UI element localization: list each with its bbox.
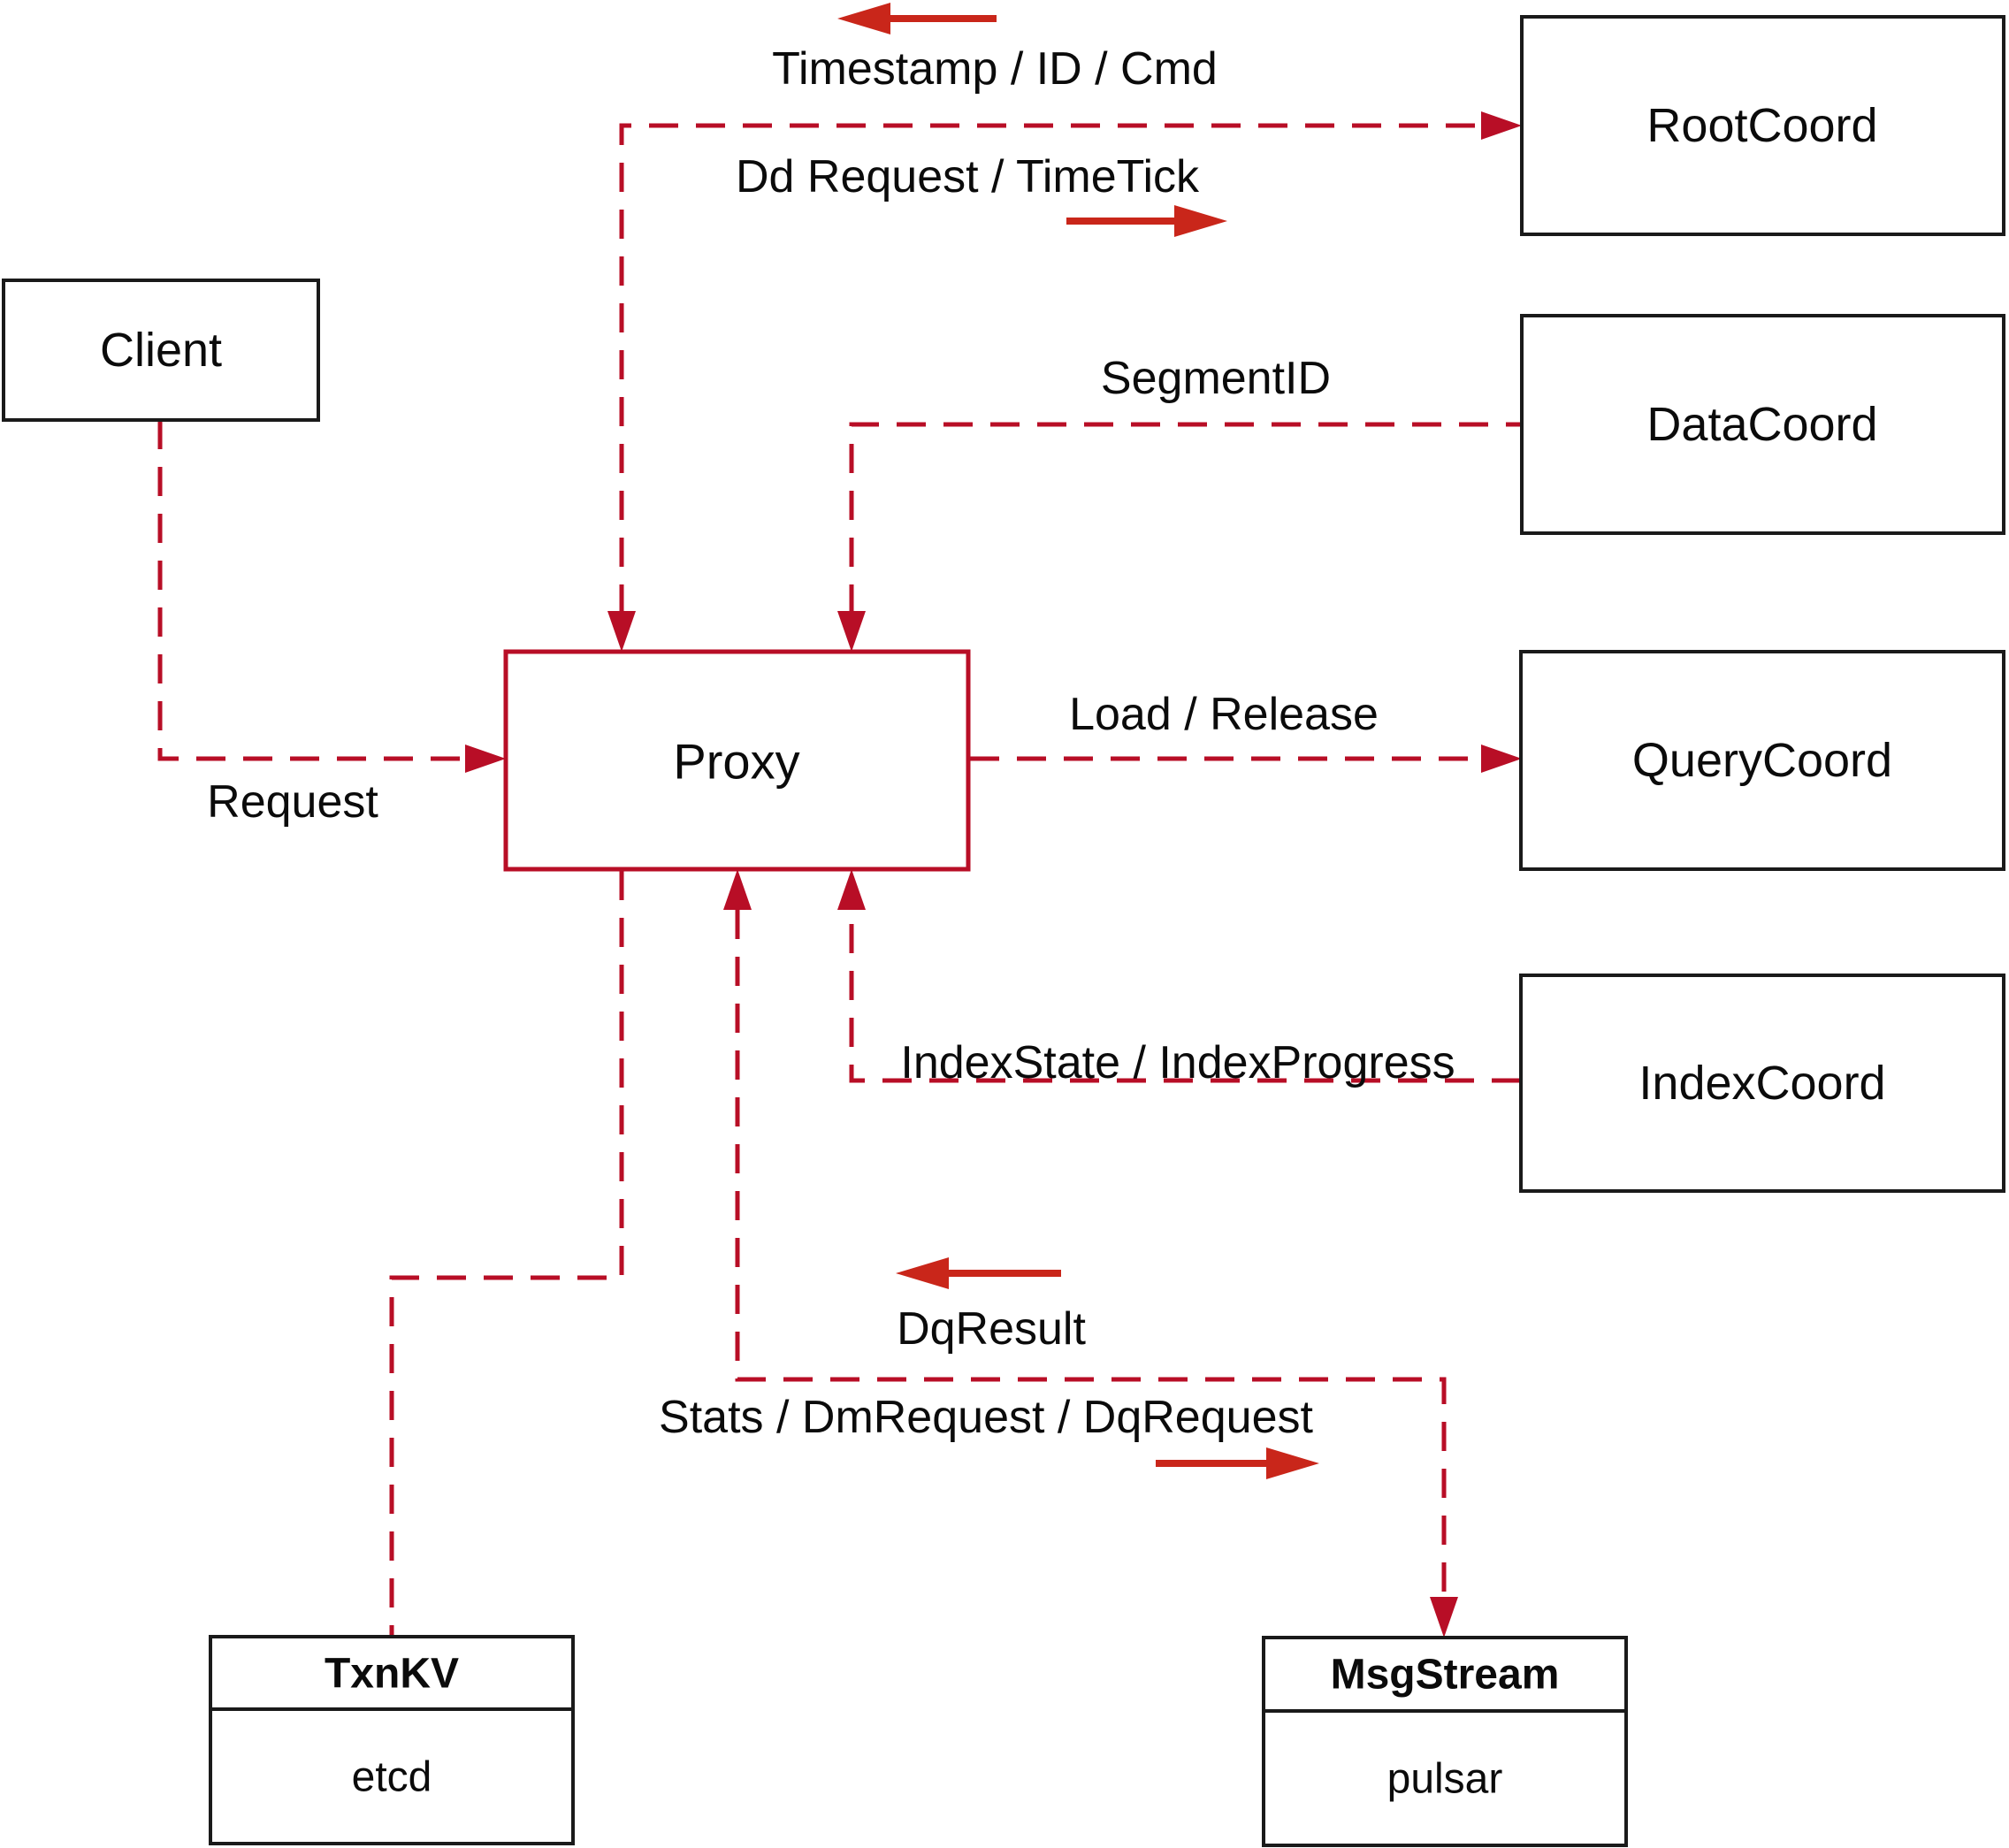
querycoord-node-label: QueryCoord xyxy=(1632,734,1892,787)
datacoord-node-label: DataCoord xyxy=(1646,398,1877,451)
indexcoord-node-label: IndexCoord xyxy=(1639,1057,1885,1110)
arrowhead-into-proxy-top-left-icon xyxy=(607,611,636,652)
edge-proxy-msgstream xyxy=(735,910,1447,1599)
txnkv-title-label: TxnKV xyxy=(325,1651,459,1698)
txnkv-subtitle-label: etcd xyxy=(352,1754,432,1801)
edge-client-proxy xyxy=(157,420,467,761)
edge-proxy-rootcoord xyxy=(619,123,1483,614)
arrow-right-dd-request-icon xyxy=(1066,205,1227,237)
arrowheads-group xyxy=(465,111,1522,1638)
msgstream-title-label: MsgStream xyxy=(1331,1652,1560,1699)
client-node-box xyxy=(2,279,320,422)
msgstream-subtitle-label: pulsar xyxy=(1387,1756,1503,1803)
arrowhead-into-proxy-top-right-icon xyxy=(837,611,866,652)
datacoord-node-box xyxy=(1520,314,2005,535)
datacoord-node: DataCoord xyxy=(1520,314,2005,535)
arrow-left-timestamp-icon xyxy=(837,3,997,34)
arrowhead-into-proxy-bottom-right-icon xyxy=(837,869,866,910)
proxy-node-label: Proxy xyxy=(673,734,799,790)
direction-arrows-group xyxy=(837,3,1319,1479)
arrowhead-into-proxy-bottom-left-icon xyxy=(723,869,752,910)
label-dq-result: DqResult xyxy=(897,1303,1086,1355)
rootcoord-node-label: RootCoord xyxy=(1646,99,1877,152)
label-timestamp-id-cmd: Timestamp / ID / Cmd xyxy=(772,43,1218,95)
indexcoord-node-box xyxy=(1519,974,2005,1193)
client-node: Client xyxy=(2,279,320,422)
edge-indexcoord-proxy xyxy=(849,908,1521,1083)
rootcoord-node-box xyxy=(1520,15,2005,236)
label-segment-id: SegmentID xyxy=(1101,353,1331,404)
proxy-node: Proxy xyxy=(503,649,971,872)
edges-group xyxy=(157,123,1522,1637)
indexcoord-node: IndexCoord xyxy=(1519,974,2005,1193)
arrowhead-into-proxy-left-icon xyxy=(465,745,506,773)
label-request: Request xyxy=(207,776,378,828)
msgstream-node: MsgStream pulsar xyxy=(1262,1636,1628,1847)
txnkv-node: TxnKV etcd xyxy=(209,1635,575,1845)
querycoord-node: QueryCoord xyxy=(1519,650,2005,871)
label-dd-request-timetick: Dd Request / TimeTick xyxy=(736,151,1200,202)
msgstream-node-box xyxy=(1262,1636,1628,1847)
edge-labels-group: Timestamp / ID / Cmd Dd Request / TimeTi… xyxy=(207,43,1455,1443)
label-stats-dm-dq-request: Stats / DmRequest / DqRequest xyxy=(659,1392,1313,1443)
label-index-state-progress: IndexState / IndexProgress xyxy=(900,1037,1455,1088)
arrowhead-into-msgstream-icon xyxy=(1430,1597,1458,1638)
proxy-node-box xyxy=(503,649,971,872)
txnkv-node-box xyxy=(209,1635,575,1845)
edge-proxy-txnkv xyxy=(389,871,624,1637)
label-load-release: Load / Release xyxy=(1069,689,1379,740)
arrow-right-stats-icon xyxy=(1156,1447,1319,1479)
rootcoord-node: RootCoord xyxy=(1520,15,2005,236)
arrowhead-into-querycoord-icon xyxy=(1481,745,1522,773)
edge-datacoord-proxy xyxy=(849,422,1522,614)
querycoord-node-box xyxy=(1519,650,2005,871)
client-node-label: Client xyxy=(100,324,222,377)
arrow-left-dqresult-icon xyxy=(896,1257,1061,1289)
arrowhead-into-rootcoord-icon xyxy=(1481,111,1522,140)
